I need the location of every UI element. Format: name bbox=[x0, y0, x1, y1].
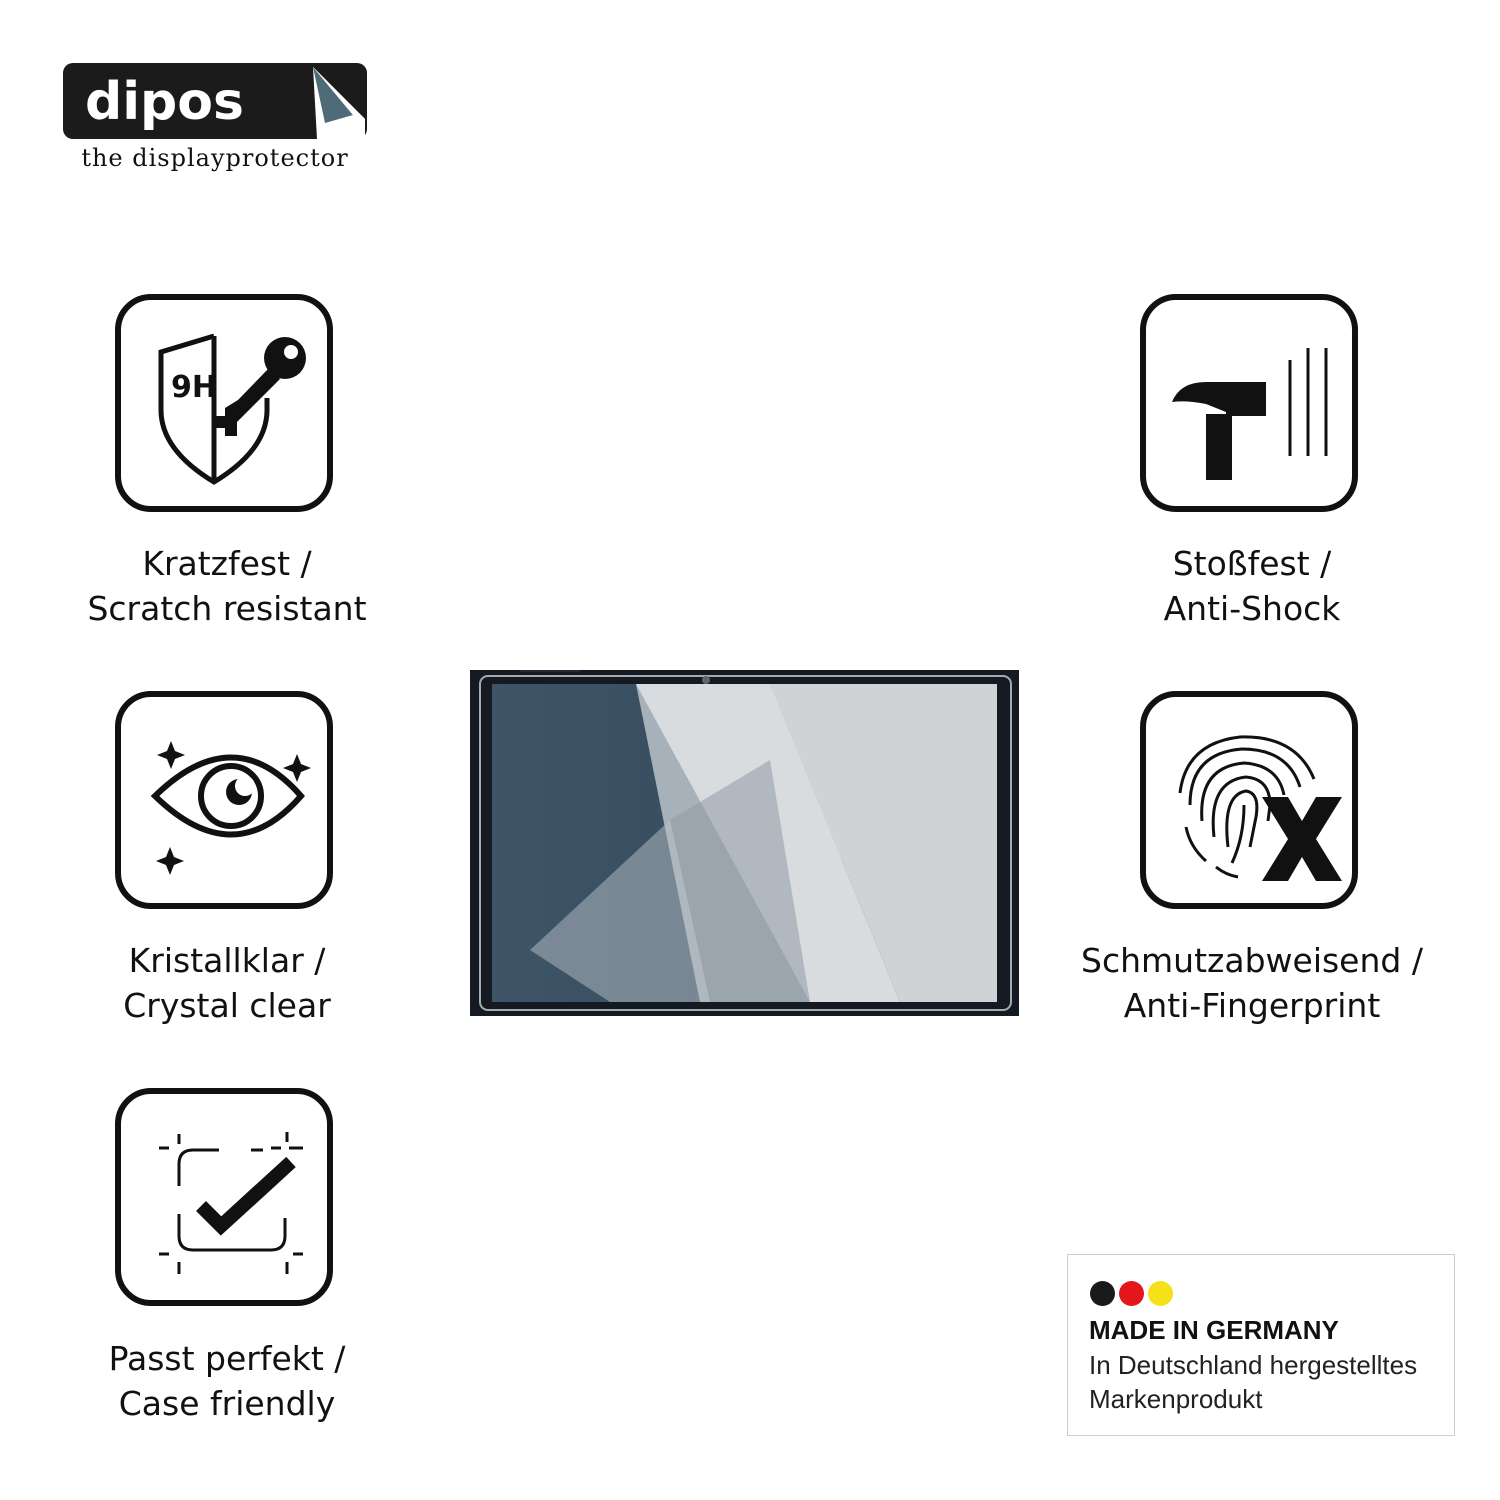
case-friendly-icon-box bbox=[115, 1088, 333, 1306]
caption-line-en: Anti-Fingerprint bbox=[1123, 986, 1381, 1025]
caption-line-de: Kratzfest / bbox=[142, 544, 312, 583]
frame-check-icon bbox=[159, 1132, 303, 1274]
flag-dot-gold bbox=[1148, 1281, 1173, 1306]
badge-line-1: In Deutschland hergestelltes bbox=[1089, 1350, 1418, 1380]
german-flag-dots bbox=[1090, 1281, 1177, 1307]
caption-line-de: Passt perfekt / bbox=[108, 1339, 346, 1378]
caption-line-en: Scratch resistant bbox=[87, 589, 367, 628]
flag-dot-black bbox=[1090, 1281, 1115, 1306]
anti-fingerprint-caption: Schmutzabweisend / Anti-Fingerprint bbox=[1042, 938, 1462, 1028]
brand-tagline: the displayprotector bbox=[81, 144, 349, 172]
caption-line-de: Stoßfest / bbox=[1172, 544, 1332, 583]
scratch-resistant-caption: Kratzfest / Scratch resistant bbox=[17, 541, 437, 631]
case-friendly-caption: Passt perfekt / Case friendly bbox=[17, 1336, 437, 1426]
caption-line-de: Kristallklar / bbox=[128, 941, 326, 980]
hammer-icon bbox=[1172, 348, 1328, 480]
caption-line-en: Crystal clear bbox=[123, 986, 331, 1025]
anti-fingerprint-icon-box bbox=[1140, 691, 1358, 909]
caption-line-en: Anti-Shock bbox=[1163, 589, 1341, 628]
anti-shock-caption: Stoßfest / Anti-Shock bbox=[1042, 541, 1462, 631]
shield-9h-key-icon: 9H bbox=[158, 333, 306, 485]
brand-name: dipos bbox=[85, 72, 244, 132]
made-in-germany-badge: MADE IN GERMANY In Deutschland hergestel… bbox=[1067, 1254, 1455, 1436]
tablet-product-image bbox=[470, 666, 1019, 1016]
dipos-logo: dipos bbox=[63, 63, 367, 139]
fingerprint-x-icon bbox=[1178, 735, 1342, 881]
badge-line-2: Markenprodukt bbox=[1089, 1384, 1263, 1414]
crystal-clear-icon-box bbox=[115, 691, 333, 909]
crystal-clear-caption: Kristallklar / Crystal clear bbox=[17, 938, 437, 1028]
badge-title: MADE IN GERMANY bbox=[1089, 1315, 1339, 1345]
scratch-resistant-icon-box: 9H bbox=[115, 294, 333, 512]
caption-line-de: Schmutzabweisend / bbox=[1081, 941, 1423, 980]
anti-shock-icon-box bbox=[1140, 294, 1358, 512]
eye-sparkle-icon bbox=[150, 741, 311, 875]
flag-dot-red bbox=[1119, 1281, 1144, 1306]
nine-h-label: 9H bbox=[171, 370, 217, 405]
caption-line-en: Case friendly bbox=[118, 1384, 336, 1423]
